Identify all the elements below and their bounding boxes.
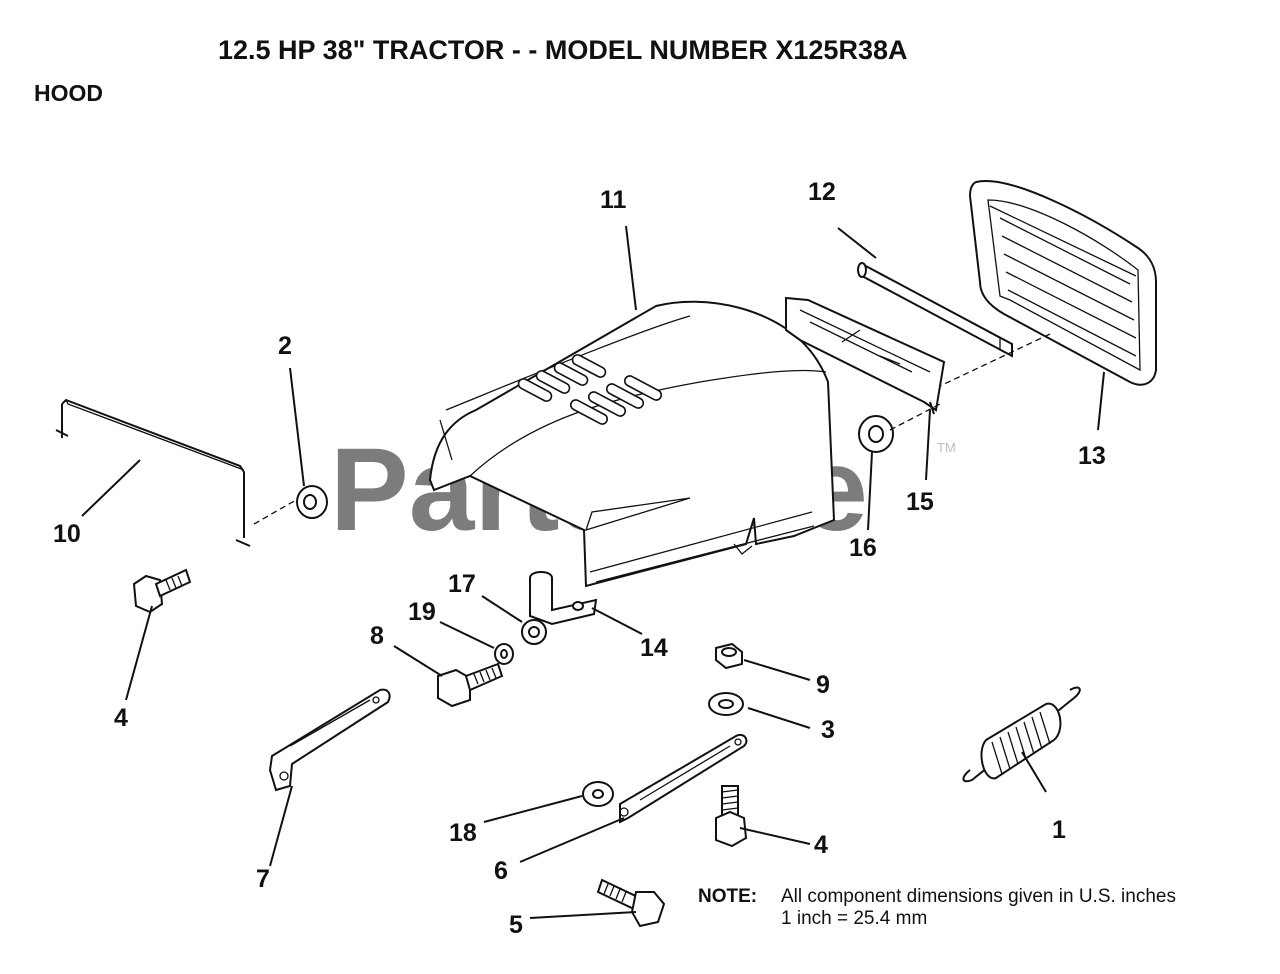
callout-13: 13 xyxy=(1078,442,1106,470)
watermark-trademark: TM xyxy=(937,440,956,455)
note-label: NOTE: xyxy=(698,886,757,907)
callout-8: 8 xyxy=(370,622,384,650)
callout-12: 12 xyxy=(808,178,836,206)
callout-2: 2 xyxy=(278,332,292,360)
section-title: HOOD xyxy=(34,80,103,106)
callout-18: 18 xyxy=(449,819,477,847)
part-19-lock-washer xyxy=(494,643,514,665)
callout-6: 6 xyxy=(494,857,508,885)
part-15-bracket xyxy=(785,296,946,415)
part-6-strap xyxy=(619,734,748,824)
part-16-grommet xyxy=(858,415,894,453)
part-4-bolt-lower xyxy=(715,785,748,848)
callout-9: 9 xyxy=(816,671,830,699)
callout-19: 19 xyxy=(408,598,436,626)
callout-1: 1 xyxy=(1052,816,1066,844)
part-1-spring xyxy=(962,686,1081,783)
callout-4-upper: 4 xyxy=(114,704,128,732)
part-4-bolt-upper xyxy=(132,568,192,614)
part-9-nut xyxy=(715,642,743,670)
part-10-hood-rod xyxy=(55,398,251,547)
callout-16: 16 xyxy=(849,534,877,562)
callout-10: 10 xyxy=(53,520,81,548)
page-title: 12.5 HP 38" TRACTOR - - MODEL NUMBER X12… xyxy=(218,35,907,65)
part-14-clip xyxy=(529,571,598,626)
leader-lines xyxy=(81,225,1105,919)
part-13-grille xyxy=(968,180,1157,386)
callout-15: 15 xyxy=(906,488,934,516)
part-12-hinge-rod xyxy=(857,262,1013,358)
part-7-bracket xyxy=(268,688,391,792)
callout-4-lower: 4 xyxy=(814,831,828,859)
part-5-bolt xyxy=(596,878,666,928)
part-3-washer xyxy=(708,692,744,716)
part-11-hood xyxy=(428,300,836,588)
part-2-nut xyxy=(296,485,328,519)
callout-5: 5 xyxy=(509,911,523,939)
part-8-bolt xyxy=(437,662,504,708)
callout-7: 7 xyxy=(256,865,270,893)
part-18-washer xyxy=(582,781,614,807)
callout-3: 3 xyxy=(821,716,835,744)
note-line-1: All component dimensions given in U.S. i… xyxy=(781,886,1176,907)
callout-14: 14 xyxy=(640,634,668,662)
callout-17: 17 xyxy=(448,570,476,598)
note-line-2: 1 inch = 25.4 mm xyxy=(781,908,927,929)
part-17-washer xyxy=(521,619,547,645)
callout-11: 11 xyxy=(600,186,627,214)
